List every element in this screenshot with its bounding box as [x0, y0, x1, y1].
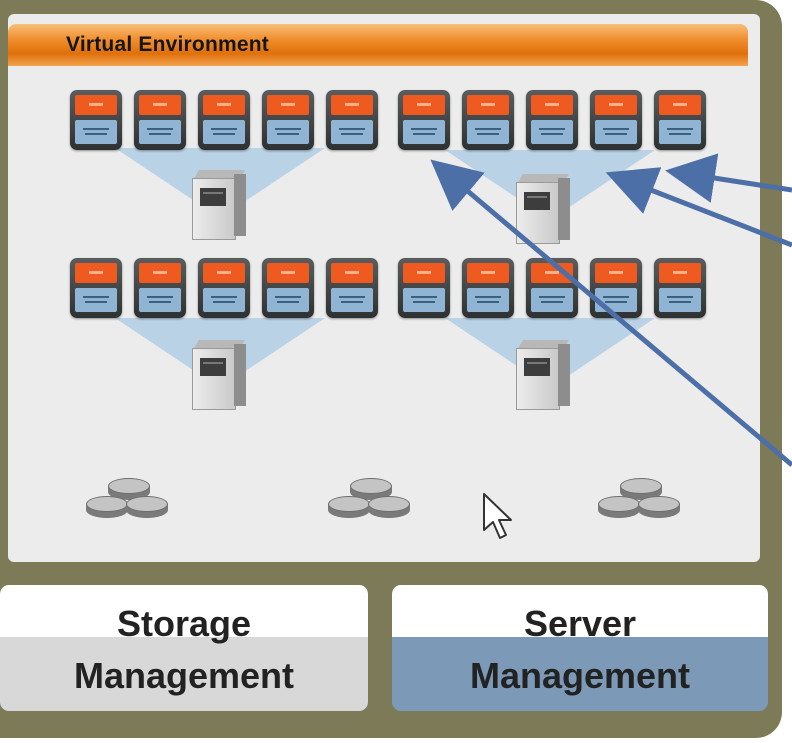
vm-app-layer: [331, 263, 373, 283]
disk-icon: [368, 496, 410, 518]
server-icon: [192, 170, 246, 240]
disk-icon: [86, 496, 128, 518]
vm-os-layer: [659, 288, 701, 312]
storage-management-label: Management: [73, 655, 295, 696]
vm-app-layer: [403, 263, 445, 283]
vm-os-layer: [531, 288, 573, 312]
virtual-machine-icon: [398, 258, 450, 318]
virtual-machine-icon: [526, 258, 578, 318]
vm-os-layer: [139, 288, 181, 312]
arrow-line: [605, 167, 792, 248]
vm-os-layer: [331, 120, 373, 144]
virtual-machine-icon: [590, 90, 642, 150]
server-management-panel: Server Management: [392, 585, 768, 711]
vm-os-layer: [203, 120, 245, 144]
virtual-machine-icon: [462, 258, 514, 318]
storage-disks-icon: [598, 478, 684, 526]
virtual-machine-icon: [654, 258, 706, 318]
vm-group-top-left: [70, 90, 378, 152]
vm-app-layer: [267, 263, 309, 283]
virtual-machine-icon: [134, 258, 186, 318]
vm-app-layer: [139, 95, 181, 115]
virtual-machine-icon: [198, 258, 250, 318]
vm-app-layer: [531, 95, 573, 115]
vm-app-layer: [467, 263, 509, 283]
vm-group-bottom-left: [70, 258, 378, 320]
virtual-machine-icon: [326, 258, 378, 318]
vm-os-layer: [467, 288, 509, 312]
vm-app-layer: [203, 263, 245, 283]
vm-app-layer: [203, 95, 245, 115]
vm-app-layer: [331, 95, 373, 115]
arrow-line: [430, 159, 792, 467]
disk-icon: [126, 496, 168, 518]
virtual-machine-icon: [262, 90, 314, 150]
vm-group-top-right: [398, 90, 706, 152]
server-management-label: Management: [469, 655, 691, 696]
storage-label: Storage: [116, 603, 252, 644]
virtual-machine-icon: [462, 90, 514, 150]
server-label: Server: [523, 603, 637, 644]
vm-os-layer: [267, 120, 309, 144]
title-bar: Virtual Environment: [8, 24, 748, 66]
vm-app-layer: [75, 95, 117, 115]
vm-os-layer: [531, 120, 573, 144]
virtual-machine-icon: [526, 90, 578, 150]
vm-app-layer: [403, 95, 445, 115]
virtual-machine-icon: [70, 90, 122, 150]
vm-app-layer: [659, 95, 701, 115]
vm-os-layer: [75, 120, 117, 144]
vm-os-layer: [595, 288, 637, 312]
vm-app-layer: [595, 263, 637, 283]
virtual-machine-icon: [326, 90, 378, 150]
storage-disks-icon: [328, 478, 414, 526]
vm-os-layer: [659, 120, 701, 144]
vm-os-layer: [203, 288, 245, 312]
vm-os-layer: [139, 120, 181, 144]
server-icon: [516, 340, 570, 410]
diagram-title: Virtual Environment: [66, 33, 269, 56]
vm-os-layer: [267, 288, 309, 312]
virtual-machine-icon: [262, 258, 314, 318]
arrow-line: [665, 153, 792, 203]
vm-group-bottom-right: [398, 258, 706, 320]
vm-app-layer: [75, 263, 117, 283]
virtual-machine-icon: [398, 90, 450, 150]
vm-os-layer: [467, 120, 509, 144]
virtual-machine-icon: [590, 258, 642, 318]
disk-icon: [638, 496, 680, 518]
vm-app-layer: [467, 95, 509, 115]
vm-app-layer: [267, 95, 309, 115]
vm-os-layer: [331, 288, 373, 312]
vm-app-layer: [595, 95, 637, 115]
virtual-machine-icon: [134, 90, 186, 150]
virtual-machine-icon: [654, 90, 706, 150]
vm-os-layer: [75, 288, 117, 312]
virtual-machine-icon: [70, 258, 122, 318]
storage-disks-icon: [86, 478, 172, 526]
vm-os-layer: [403, 120, 445, 144]
virtual-machine-icon: [198, 90, 250, 150]
server-icon: [192, 340, 246, 410]
vm-app-layer: [659, 263, 701, 283]
vm-app-layer: [139, 263, 181, 283]
server-icon: [516, 174, 570, 244]
vm-os-layer: [595, 120, 637, 144]
storage-management-panel: Storage Management: [0, 585, 368, 711]
mouse-pointer-icon: [483, 493, 512, 539]
vm-os-layer: [403, 288, 445, 312]
